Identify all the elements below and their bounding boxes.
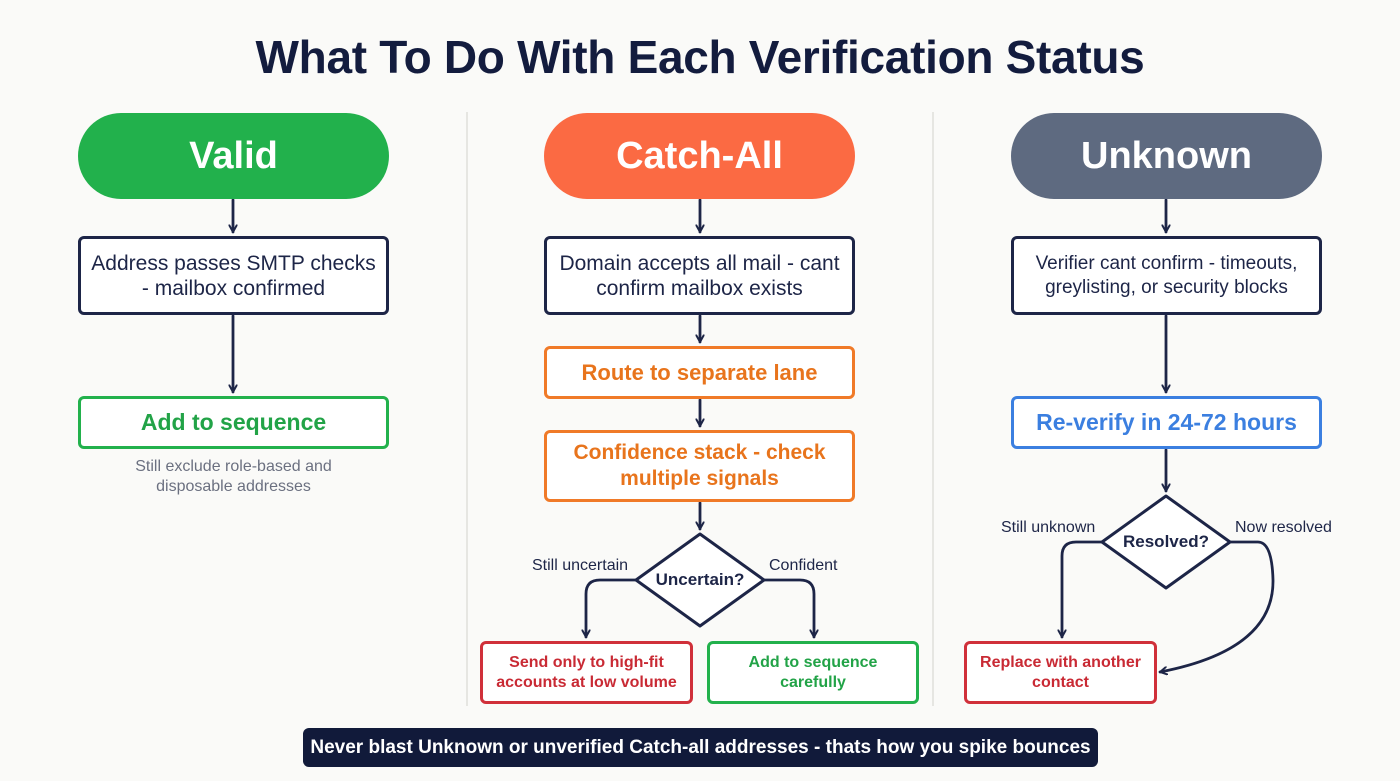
footer-warning-banner: Never blast Unknown or unverified Catch-… bbox=[303, 728, 1098, 767]
column-divider-right bbox=[932, 112, 934, 706]
unknown-branch-right-label: Now resolved bbox=[1235, 519, 1332, 536]
unknown-description-text: Verifier cant confirm - timeouts, greyli… bbox=[1035, 252, 1298, 298]
valid-header-label: Valid bbox=[189, 134, 278, 177]
arrow-unknown-decision-right bbox=[1158, 540, 1275, 672]
unknown-step1-box: Re-verify in 24-72 hours bbox=[1011, 396, 1322, 449]
unknown-action-text: Replace with another contact bbox=[980, 653, 1141, 691]
decision-diamond-catchall bbox=[634, 532, 766, 628]
valid-action-text: Add to sequence bbox=[140, 409, 327, 435]
catchall-right-action-text: Add to sequence carefully bbox=[748, 653, 878, 691]
decision-diamond-unknown bbox=[1100, 494, 1232, 590]
catchall-branch-left-label: Still uncertain bbox=[532, 557, 629, 574]
valid-note: Still exclude role-based and disposable … bbox=[135, 458, 332, 495]
catchall-step2-text: Confidence stack - check multiple signal… bbox=[573, 441, 826, 490]
valid-action-box: Add to sequence bbox=[78, 396, 389, 449]
catchall-step1-text: Route to separate lane bbox=[581, 359, 818, 385]
unknown-header: Unknown bbox=[1011, 113, 1322, 199]
catchall-left-action-box: Send only to high-fit accounts at low vo… bbox=[480, 641, 693, 704]
unknown-action-box: Replace with another contact bbox=[964, 641, 1157, 704]
valid-header: Valid bbox=[78, 113, 389, 199]
unknown-description-box: Verifier cant confirm - timeouts, greyli… bbox=[1011, 236, 1322, 315]
footer-warning-text: Never blast Unknown or unverified Catch-… bbox=[310, 736, 1091, 758]
valid-description-text: Address passes SMTP checks - mailbox con… bbox=[91, 251, 376, 300]
unknown-decision-label: Resolved? bbox=[1123, 532, 1209, 551]
unknown-step1-text: Re-verify in 24-72 hours bbox=[1036, 409, 1297, 435]
catchall-step1-box: Route to separate lane bbox=[544, 346, 855, 399]
unknown-branch-left-label: Still unknown bbox=[1001, 519, 1096, 536]
catchall-header-label: Catch-All bbox=[616, 134, 783, 177]
catchall-right-action-box: Add to sequence carefully bbox=[707, 641, 919, 704]
catchall-branch-right-label: Confident bbox=[769, 557, 838, 574]
arrow-catchall-decision-right bbox=[762, 578, 814, 639]
arrow-unknown-decision-left bbox=[1062, 540, 1104, 639]
catchall-step2-box: Confidence stack - check multiple signal… bbox=[544, 430, 855, 502]
column-divider-left bbox=[466, 112, 468, 706]
catchall-left-action-text: Send only to high-fit accounts at low vo… bbox=[496, 653, 677, 691]
valid-description-box: Address passes SMTP checks - mailbox con… bbox=[78, 236, 389, 315]
catchall-header: Catch-All bbox=[544, 113, 855, 199]
catchall-description-text: Domain accepts all mail - cant confirm m… bbox=[559, 251, 840, 300]
catchall-description-box: Domain accepts all mail - cant confirm m… bbox=[544, 236, 855, 315]
catchall-decision-label: Uncertain? bbox=[655, 570, 745, 589]
page-title: What To Do With Each Verification Status bbox=[255, 31, 1145, 83]
arrow-catchall-decision-left bbox=[586, 578, 638, 639]
unknown-header-label: Unknown bbox=[1081, 134, 1252, 177]
